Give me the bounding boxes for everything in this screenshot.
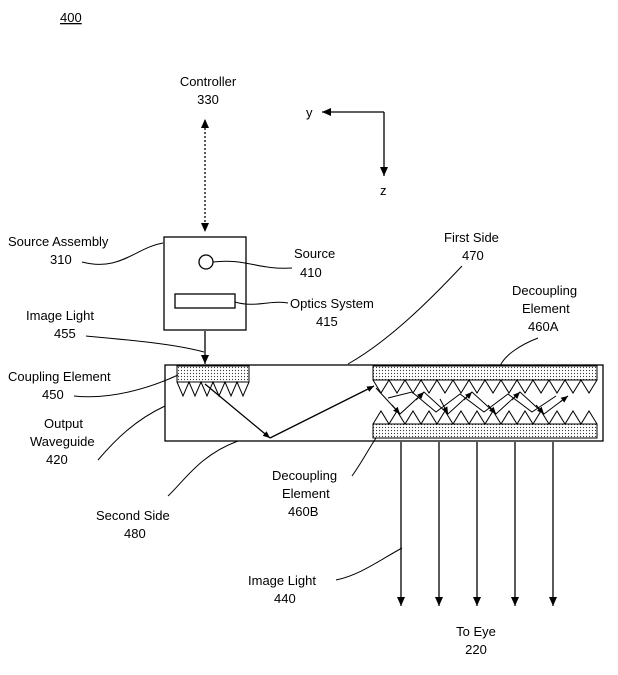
source-label: Source xyxy=(294,246,335,261)
to-eye-ref: 220 xyxy=(465,642,487,657)
optics-system-leader xyxy=(234,301,289,305)
source-assembly-label: Source Assembly xyxy=(8,234,109,249)
coupling-grating xyxy=(176,380,250,398)
ray-arrow-6 xyxy=(463,391,473,401)
output-waveguide-leader xyxy=(97,405,166,461)
second-side-leader xyxy=(167,440,239,497)
decoupling-b-line1: Decoupling xyxy=(272,468,337,483)
optics-system-ref: 415 xyxy=(316,314,338,329)
decoupling-rays xyxy=(375,387,569,415)
coupling-element-leader xyxy=(73,374,179,398)
decoupling-rays-2 xyxy=(387,391,557,413)
decoupling-a-line2: Element xyxy=(522,301,570,316)
source-ref: 410 xyxy=(300,265,322,280)
image-light-out-ref: 440 xyxy=(274,591,296,606)
y-axis-label: y xyxy=(306,105,313,120)
controller-ref: 330 xyxy=(197,92,219,107)
ray-up xyxy=(269,385,375,439)
decoupling-a-line1: Decoupling xyxy=(512,283,577,298)
coupling-element xyxy=(176,365,250,383)
source-leader xyxy=(212,260,293,269)
source-assembly-ref: 310 xyxy=(50,252,72,267)
image-light-out-label: Image Light xyxy=(248,573,316,588)
ray-down xyxy=(204,383,271,439)
coupling-element-ref: 450 xyxy=(42,387,64,402)
ray-arrow-3 xyxy=(487,404,497,415)
decoupling-a-grating xyxy=(372,379,598,394)
output-waveguide xyxy=(164,364,604,442)
ray-arrow-1 xyxy=(391,404,401,415)
image-light-in-ref: 455 xyxy=(54,326,76,341)
ray-arrow-4 xyxy=(535,404,545,415)
optics-system-label: Optics System xyxy=(290,296,374,311)
decoupling-element-b xyxy=(372,423,598,439)
ray-arrow-7 xyxy=(511,391,521,401)
first-side-label: First Side xyxy=(444,230,499,245)
image-light-in-label: Image Light xyxy=(26,308,94,323)
ray-arrow-5 xyxy=(415,391,425,401)
output-waveguide-ref: 420 xyxy=(46,452,68,467)
image-light-in-leader xyxy=(85,335,205,353)
z-axis-label: z xyxy=(380,183,387,198)
source-assembly-box xyxy=(163,236,247,331)
second-side-ref: 480 xyxy=(124,526,146,541)
source-icon xyxy=(198,254,214,270)
image-light-out-leader xyxy=(335,547,403,581)
source-assembly-leader xyxy=(81,242,164,265)
ray-arrow-8 xyxy=(559,395,569,403)
output-waveguide-line1: Output xyxy=(44,416,83,431)
coupling-element-label: Coupling Element xyxy=(8,369,111,384)
output-waveguide-line2: Waveguide xyxy=(30,434,95,449)
second-side-label: Second Side xyxy=(96,508,170,523)
controller-label: Controller xyxy=(180,74,237,89)
optics-system-box xyxy=(174,293,236,309)
decoupling-element-a xyxy=(372,365,598,381)
decoupling-a-ref: 460A xyxy=(528,319,559,334)
first-side-ref: 470 xyxy=(462,248,484,263)
figure-number: 400 xyxy=(60,10,82,25)
decoupling-b-grating xyxy=(372,410,598,425)
first-side-leader xyxy=(347,265,463,365)
ray-arrow-2 xyxy=(439,398,449,415)
decoupling-a-leader xyxy=(499,337,539,367)
to-eye-label: To Eye xyxy=(456,624,496,639)
decoupling-b-line2: Element xyxy=(282,486,330,501)
decoupling-b-ref: 460B xyxy=(288,504,318,519)
decoupling-b-leader xyxy=(351,437,377,477)
